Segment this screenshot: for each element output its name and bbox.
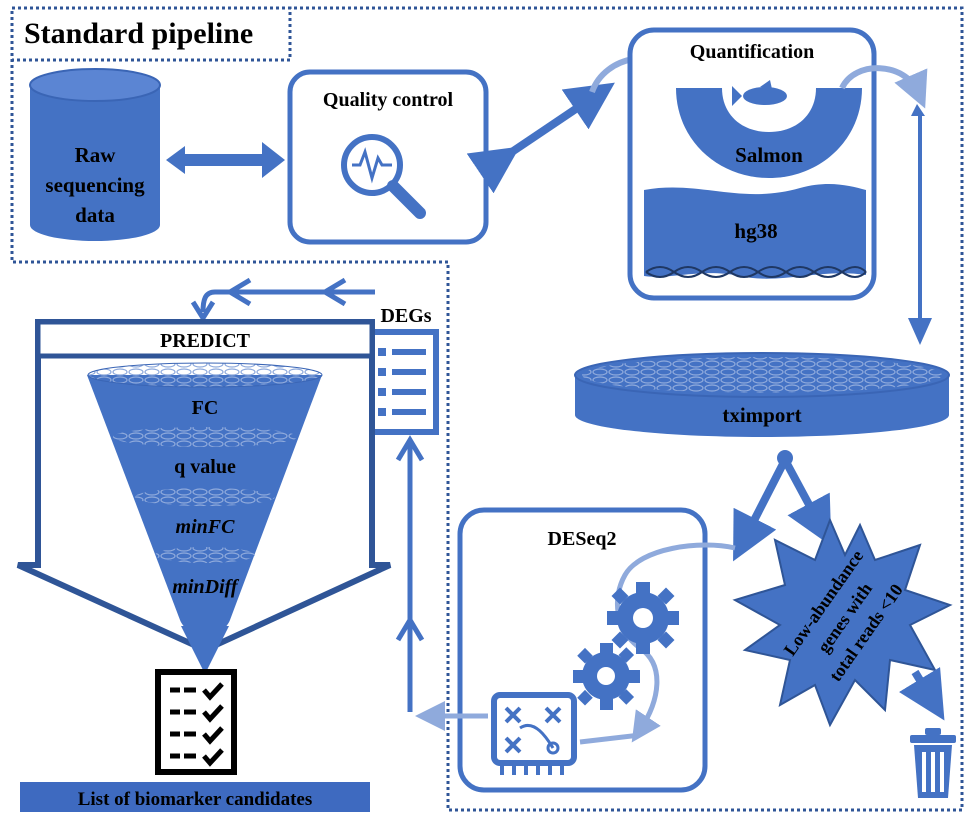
filter-minfc: minFC xyxy=(176,516,236,538)
arrow-deseq2-to-degs xyxy=(395,435,488,731)
raw-data-node: Raw sequencing data xyxy=(29,68,161,241)
fish-icon xyxy=(732,80,787,106)
quantification-node: Quantification Salmon hg38 xyxy=(627,27,877,301)
predict-label: PREDICT xyxy=(160,330,251,352)
tximport-node: tximport xyxy=(574,352,950,437)
quality-control-label: Quality control xyxy=(323,89,454,111)
arrow-curve-out-quant xyxy=(839,65,928,109)
hg38-label: hg38 xyxy=(734,219,777,243)
low-abundance-node: Low-abundance genes with total reads <10 xyxy=(732,517,953,728)
arrow-quant-to-tximport xyxy=(908,104,932,345)
filter-fc: FC xyxy=(192,397,219,419)
clipboard-checklist-icon xyxy=(155,669,237,775)
tximport-label: tximport xyxy=(722,403,801,427)
raw-data-label-1: Raw xyxy=(75,143,117,167)
section-title: Standard pipeline xyxy=(24,17,253,50)
predict-node: PREDICT FC q value minFC minDiff xyxy=(16,319,392,654)
salmon-label: Salmon xyxy=(735,143,803,167)
degs-label: DEGs xyxy=(380,305,431,327)
deseq2-node: DESeq2 xyxy=(457,507,736,793)
quality-control-node: Quality control xyxy=(287,69,489,245)
arrow-tximport-split xyxy=(733,450,832,562)
magnifier-pulse-icon xyxy=(341,134,426,219)
arrow-raw-to-qc xyxy=(166,142,285,178)
filter-mindiff: minDiff xyxy=(172,576,240,598)
trash-icon xyxy=(910,728,956,798)
output-banner: List of biomarker candidates xyxy=(20,782,370,812)
arrow-degs-to-predict xyxy=(190,277,375,323)
gear-icon xyxy=(573,643,640,710)
arrow-qc-to-quant xyxy=(466,82,615,194)
filter-q-value: q value xyxy=(174,456,236,478)
degs-node: DEGs xyxy=(363,305,439,435)
strategy-board-icon xyxy=(491,692,577,775)
arrow-to-trash xyxy=(899,667,945,721)
section-borders xyxy=(10,6,964,812)
raw-data-label-2: sequencing xyxy=(45,173,145,197)
dna-icon xyxy=(645,266,867,278)
deseq2-label: DESeq2 xyxy=(548,528,617,550)
raw-data-label-3: data xyxy=(75,203,115,227)
checklist-icon xyxy=(363,329,439,435)
gear-icon xyxy=(607,582,679,654)
output-label: List of biomarker candidates xyxy=(78,789,313,810)
quantification-label: Quantification xyxy=(690,41,814,63)
